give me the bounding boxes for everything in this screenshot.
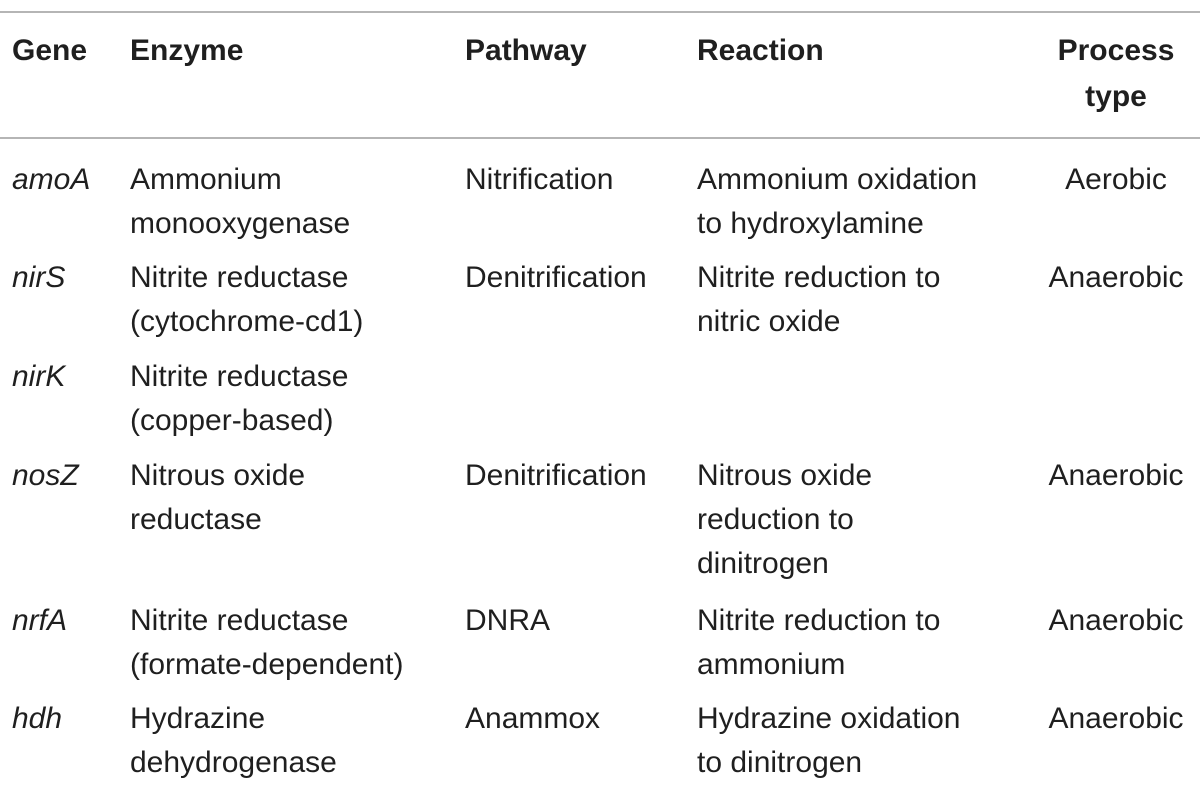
row-nirS-reaction: Nitrite reduction to nitric oxide <box>697 256 940 344</box>
row-hdh-reaction-line1: Hydrazine oxidation <box>697 702 961 735</box>
row-nosZ-enzyme-line1: Nitrous oxide <box>130 459 306 492</box>
row-amoA-enzyme-line2: monooxygenase <box>130 207 351 240</box>
row-nirS-enzyme: Nitrite reductase (cytochrome-cd1) <box>130 256 363 344</box>
row-hdh-process: Anaerobic <box>1048 702 1184 735</box>
row-amoA-process: Aerobic <box>1065 163 1167 196</box>
row-amoA-reaction-line1: Ammonium oxidation <box>697 163 978 196</box>
header-process-line2: type <box>1085 80 1147 113</box>
row-amoA-gene: amoA <box>12 163 91 196</box>
row-nosZ-enzyme: Nitrous oxide reductase <box>130 454 305 542</box>
header-bottom-rule <box>0 137 1200 139</box>
row-hdh-enzyme-line1: Hydrazine <box>130 702 266 735</box>
row-nosZ-process: Anaerobic <box>1048 459 1184 492</box>
row-nirS-reaction-line2: nitric oxide <box>697 305 841 338</box>
row-hdh-pathway: Anammox <box>465 702 601 735</box>
table-top-rule <box>0 11 1200 13</box>
row-nrfA-gene: nrfA <box>12 604 68 637</box>
header-pathway: Pathway <box>465 34 587 67</box>
row-amoA-pathway: Nitrification <box>465 163 614 196</box>
header-process-line1: Process <box>1057 34 1175 67</box>
row-nirS-pathway: Denitrification <box>465 261 647 294</box>
row-nirS-gene: nirS <box>12 261 66 294</box>
row-amoA-enzyme: Ammonium monooxygenase <box>130 158 350 246</box>
header-reaction: Reaction <box>697 34 824 67</box>
row-nosZ-reaction: Nitrous oxide reduction to dinitrogen <box>697 454 872 586</box>
row-nirS-process: Anaerobic <box>1048 261 1184 294</box>
row-nrfA-pathway: DNRA <box>465 604 551 637</box>
row-nrfA-enzyme: Nitrite reductase (formate-dependent) <box>130 599 404 687</box>
row-nirK-enzyme-line1: Nitrite reductase <box>130 360 349 393</box>
header-enzyme: Enzyme <box>130 34 244 67</box>
row-hdh-enzyme: Hydrazine dehydrogenase <box>130 697 337 785</box>
row-nirS-reaction-line1: Nitrite reduction to <box>697 261 941 294</box>
row-nosZ-reaction-line1: Nitrous oxide <box>697 459 873 492</box>
row-nrfA-reaction-line1: Nitrite reduction to <box>697 604 941 637</box>
row-nosZ-reaction-line2: reduction to <box>697 503 854 536</box>
row-amoA-enzyme-line1: Ammonium <box>130 163 282 196</box>
row-nosZ-pathway: Denitrification <box>465 459 647 492</box>
row-nirS-enzyme-line1: Nitrite reductase <box>130 261 349 294</box>
row-nirK-enzyme-line2: (copper-based) <box>130 404 334 437</box>
row-nrfA-reaction-line2: ammonium <box>697 648 846 681</box>
row-nosZ-gene: nosZ <box>12 459 79 492</box>
row-nirK-enzyme: Nitrite reductase (copper-based) <box>130 355 348 443</box>
header-process-type: Process type <box>1040 28 1192 120</box>
row-amoA-reaction: Ammonium oxidation to hydroxylamine <box>697 158 977 246</box>
row-hdh-gene: hdh <box>12 702 63 735</box>
row-nrfA-enzyme-line2: (formate-dependent) <box>130 648 404 681</box>
row-hdh-reaction: Hydrazine oxidation to dinitrogen <box>697 697 960 785</box>
row-nirK-gene: nirK <box>12 360 66 393</box>
row-nosZ-enzyme-line2: reductase <box>130 503 262 536</box>
row-nrfA-reaction: Nitrite reduction to ammonium <box>697 599 940 687</box>
row-amoA-reaction-line2: to hydroxylamine <box>697 207 924 240</box>
row-hdh-enzyme-line2: dehydrogenase <box>130 746 337 779</box>
row-nirS-enzyme-line2: (cytochrome-cd1) <box>130 305 364 338</box>
row-hdh-reaction-line2: to dinitrogen <box>697 746 863 779</box>
header-gene: Gene <box>12 34 88 67</box>
row-nrfA-enzyme-line1: Nitrite reductase <box>130 604 349 637</box>
row-nrfA-process: Anaerobic <box>1048 604 1184 637</box>
row-nosZ-reaction-line3: dinitrogen <box>697 547 829 580</box>
